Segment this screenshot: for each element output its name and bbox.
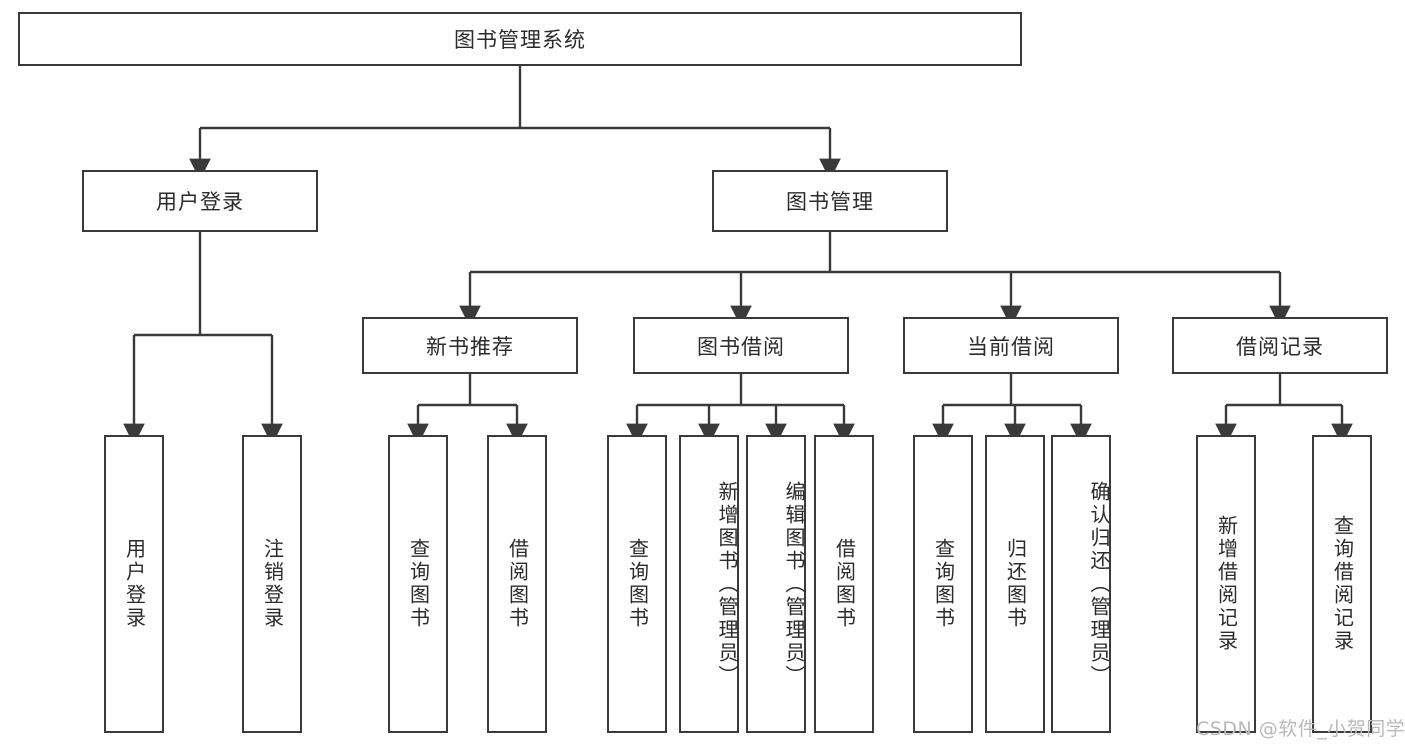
node-label: 图书管理 [786, 190, 874, 214]
node-label: 新增借阅记录 [1214, 515, 1239, 653]
node-label: 用户登录 [156, 190, 244, 214]
node-label: 查询图书 [625, 538, 650, 630]
node-label: 借阅记录 [1236, 334, 1324, 359]
node-label: 确认归还（管理员） [1087, 480, 1111, 688]
node-label: 图书借阅 [697, 334, 785, 359]
watermark-text: CSDN @软件_小贺同学 [1196, 718, 1405, 740]
node-leaf-user-login: 用户登录 [104, 435, 164, 733]
node-book-borrow: 图书借阅 [633, 317, 849, 374]
node-label: 图书管理系统 [454, 28, 586, 52]
node-leaf-query-record: 查询借阅记录 [1312, 435, 1372, 733]
node-leaf-logout: 注销登录 [242, 435, 302, 733]
node-label: 编辑图书（管理员） [782, 480, 806, 688]
node-label: 查询借阅记录 [1330, 515, 1355, 653]
node-root: 图书管理系统 [18, 12, 1022, 66]
node-label: 查询图书 [931, 538, 956, 630]
node-label: 归还图书 [1003, 538, 1028, 630]
node-borrow-record: 借阅记录 [1172, 317, 1388, 374]
node-leaf-query-book-1: 查询图书 [388, 435, 448, 733]
node-leaf-add-book: 新增图书（管理员） [679, 435, 739, 733]
node-leaf-edit-book: 编辑图书（管理员） [746, 435, 806, 733]
node-label: 借阅图书 [832, 538, 857, 630]
node-label: 用户登录 [122, 538, 147, 630]
node-new-book-rec: 新书推荐 [362, 317, 578, 374]
node-leaf-borrow-book-2: 借阅图书 [814, 435, 874, 733]
node-leaf-query-book-2: 查询图书 [607, 435, 667, 733]
node-leaf-query-book-3: 查询图书 [913, 435, 973, 733]
node-leaf-return-book: 归还图书 [985, 435, 1045, 733]
node-label: 新增图书（管理员） [715, 480, 739, 688]
node-leaf-confirm-return: 确认归还（管理员） [1051, 435, 1111, 733]
node-book-manage: 图书管理 [712, 170, 948, 232]
node-label: 新书推荐 [426, 334, 514, 359]
node-current-borrow: 当前借阅 [903, 317, 1119, 374]
node-leaf-borrow-book-1: 借阅图书 [487, 435, 547, 733]
node-label: 查询图书 [406, 538, 431, 630]
node-label: 注销登录 [260, 538, 285, 630]
node-leaf-add-record: 新增借阅记录 [1196, 435, 1256, 733]
node-label: 借阅图书 [505, 538, 530, 630]
node-label: 当前借阅 [967, 334, 1055, 359]
node-user-login: 用户登录 [82, 170, 318, 232]
